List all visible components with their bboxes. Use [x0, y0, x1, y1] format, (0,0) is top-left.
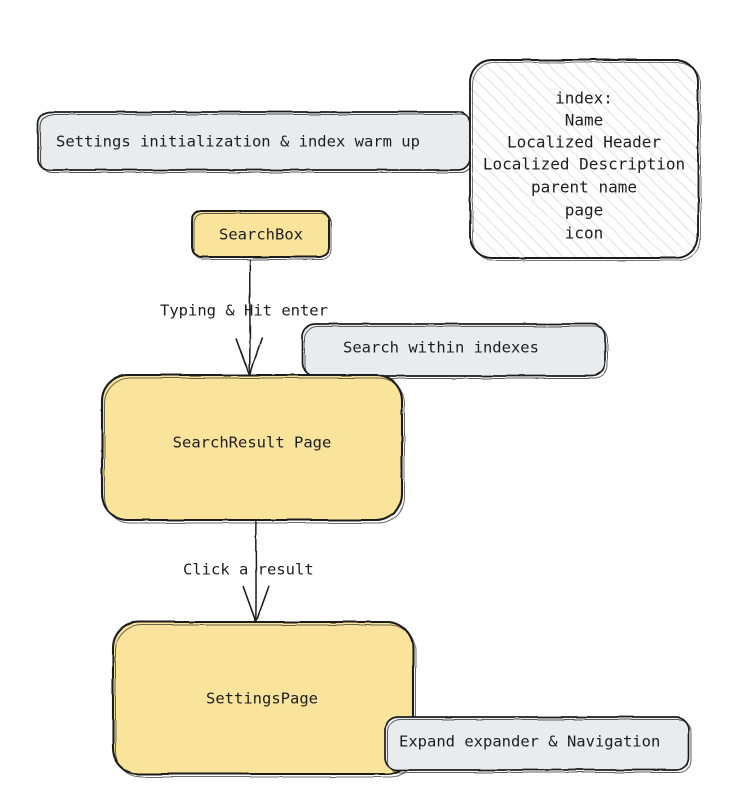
node-searchbox-label: SearchBox	[219, 226, 303, 244]
node-settingspage-shape[interactable]	[111, 620, 415, 776]
note-search-within-indexes-label: Search within indexes	[343, 339, 539, 357]
edge-click-a-result-arrowhead-right	[255, 585, 270, 623]
edge-click-a-result-arrowhead-left	[242, 585, 257, 623]
index-card-shape	[469, 59, 699, 259]
node-searchresult-page-shape[interactable]	[100, 373, 404, 522]
node-settingspage-label: SettingsPage	[206, 690, 318, 708]
node-searchbox-shape-ghost	[193, 213, 332, 260]
note-search-within-indexes-shape	[301, 323, 606, 377]
index-card-line-3: Localized Description	[483, 155, 685, 174]
note-settings-initialization-label: Settings initialization & index warm up	[56, 133, 420, 151]
node-settingspage-shape-ghost	[115, 624, 416, 778]
index-card-line-0: index:	[555, 89, 613, 108]
edge-typing-hit-enter-label: Typing & Hit enter	[160, 302, 328, 320]
index-card-line-1: Name	[565, 111, 604, 130]
node-settingspage[interactable]: SettingsPage	[111, 620, 416, 778]
note-search-within-indexes-shape-ghost	[304, 326, 608, 379]
note-search-within-indexes: Search within indexes	[301, 323, 608, 379]
index-card-line-6: icon	[565, 224, 604, 243]
note-expand-expander-navigation-label: Expand expander & Navigation	[399, 733, 660, 751]
node-searchresult-page-shape-ghost	[104, 377, 405, 524]
index-card-line-2: Localized Header	[507, 133, 661, 152]
index-card: index: Name Localized Header Localized D…	[469, 59, 701, 261]
index-card-shape-ghost	[472, 62, 701, 261]
edge-typing-hit-enter-arrowhead-left	[235, 337, 251, 376]
note-expand-expander-navigation: Expand expander & Navigation	[384, 716, 692, 773]
note-expand-expander-navigation-shape	[384, 716, 690, 771]
edge-typing-hit-enter-arrowhead-right	[248, 337, 263, 376]
node-searchbox[interactable]: SearchBox	[191, 210, 332, 260]
node-searchresult-page[interactable]: SearchResult Page	[100, 373, 405, 524]
note-settings-initialization: Settings initialization & index warm up	[37, 111, 474, 174]
node-searchresult-page-label: SearchResult Page	[173, 434, 332, 452]
index-card-line-5: page	[565, 201, 604, 220]
note-expand-expander-navigation-shape-ghost	[387, 719, 692, 773]
edge-typing-hit-enter: Typing & Hit enter	[160, 258, 328, 376]
index-card-line-4: parent name	[531, 178, 637, 197]
node-searchbox-shape[interactable]	[191, 210, 330, 258]
edge-click-a-result-label: Click a result	[183, 561, 314, 579]
edge-click-a-result: Click a result	[183, 519, 314, 623]
